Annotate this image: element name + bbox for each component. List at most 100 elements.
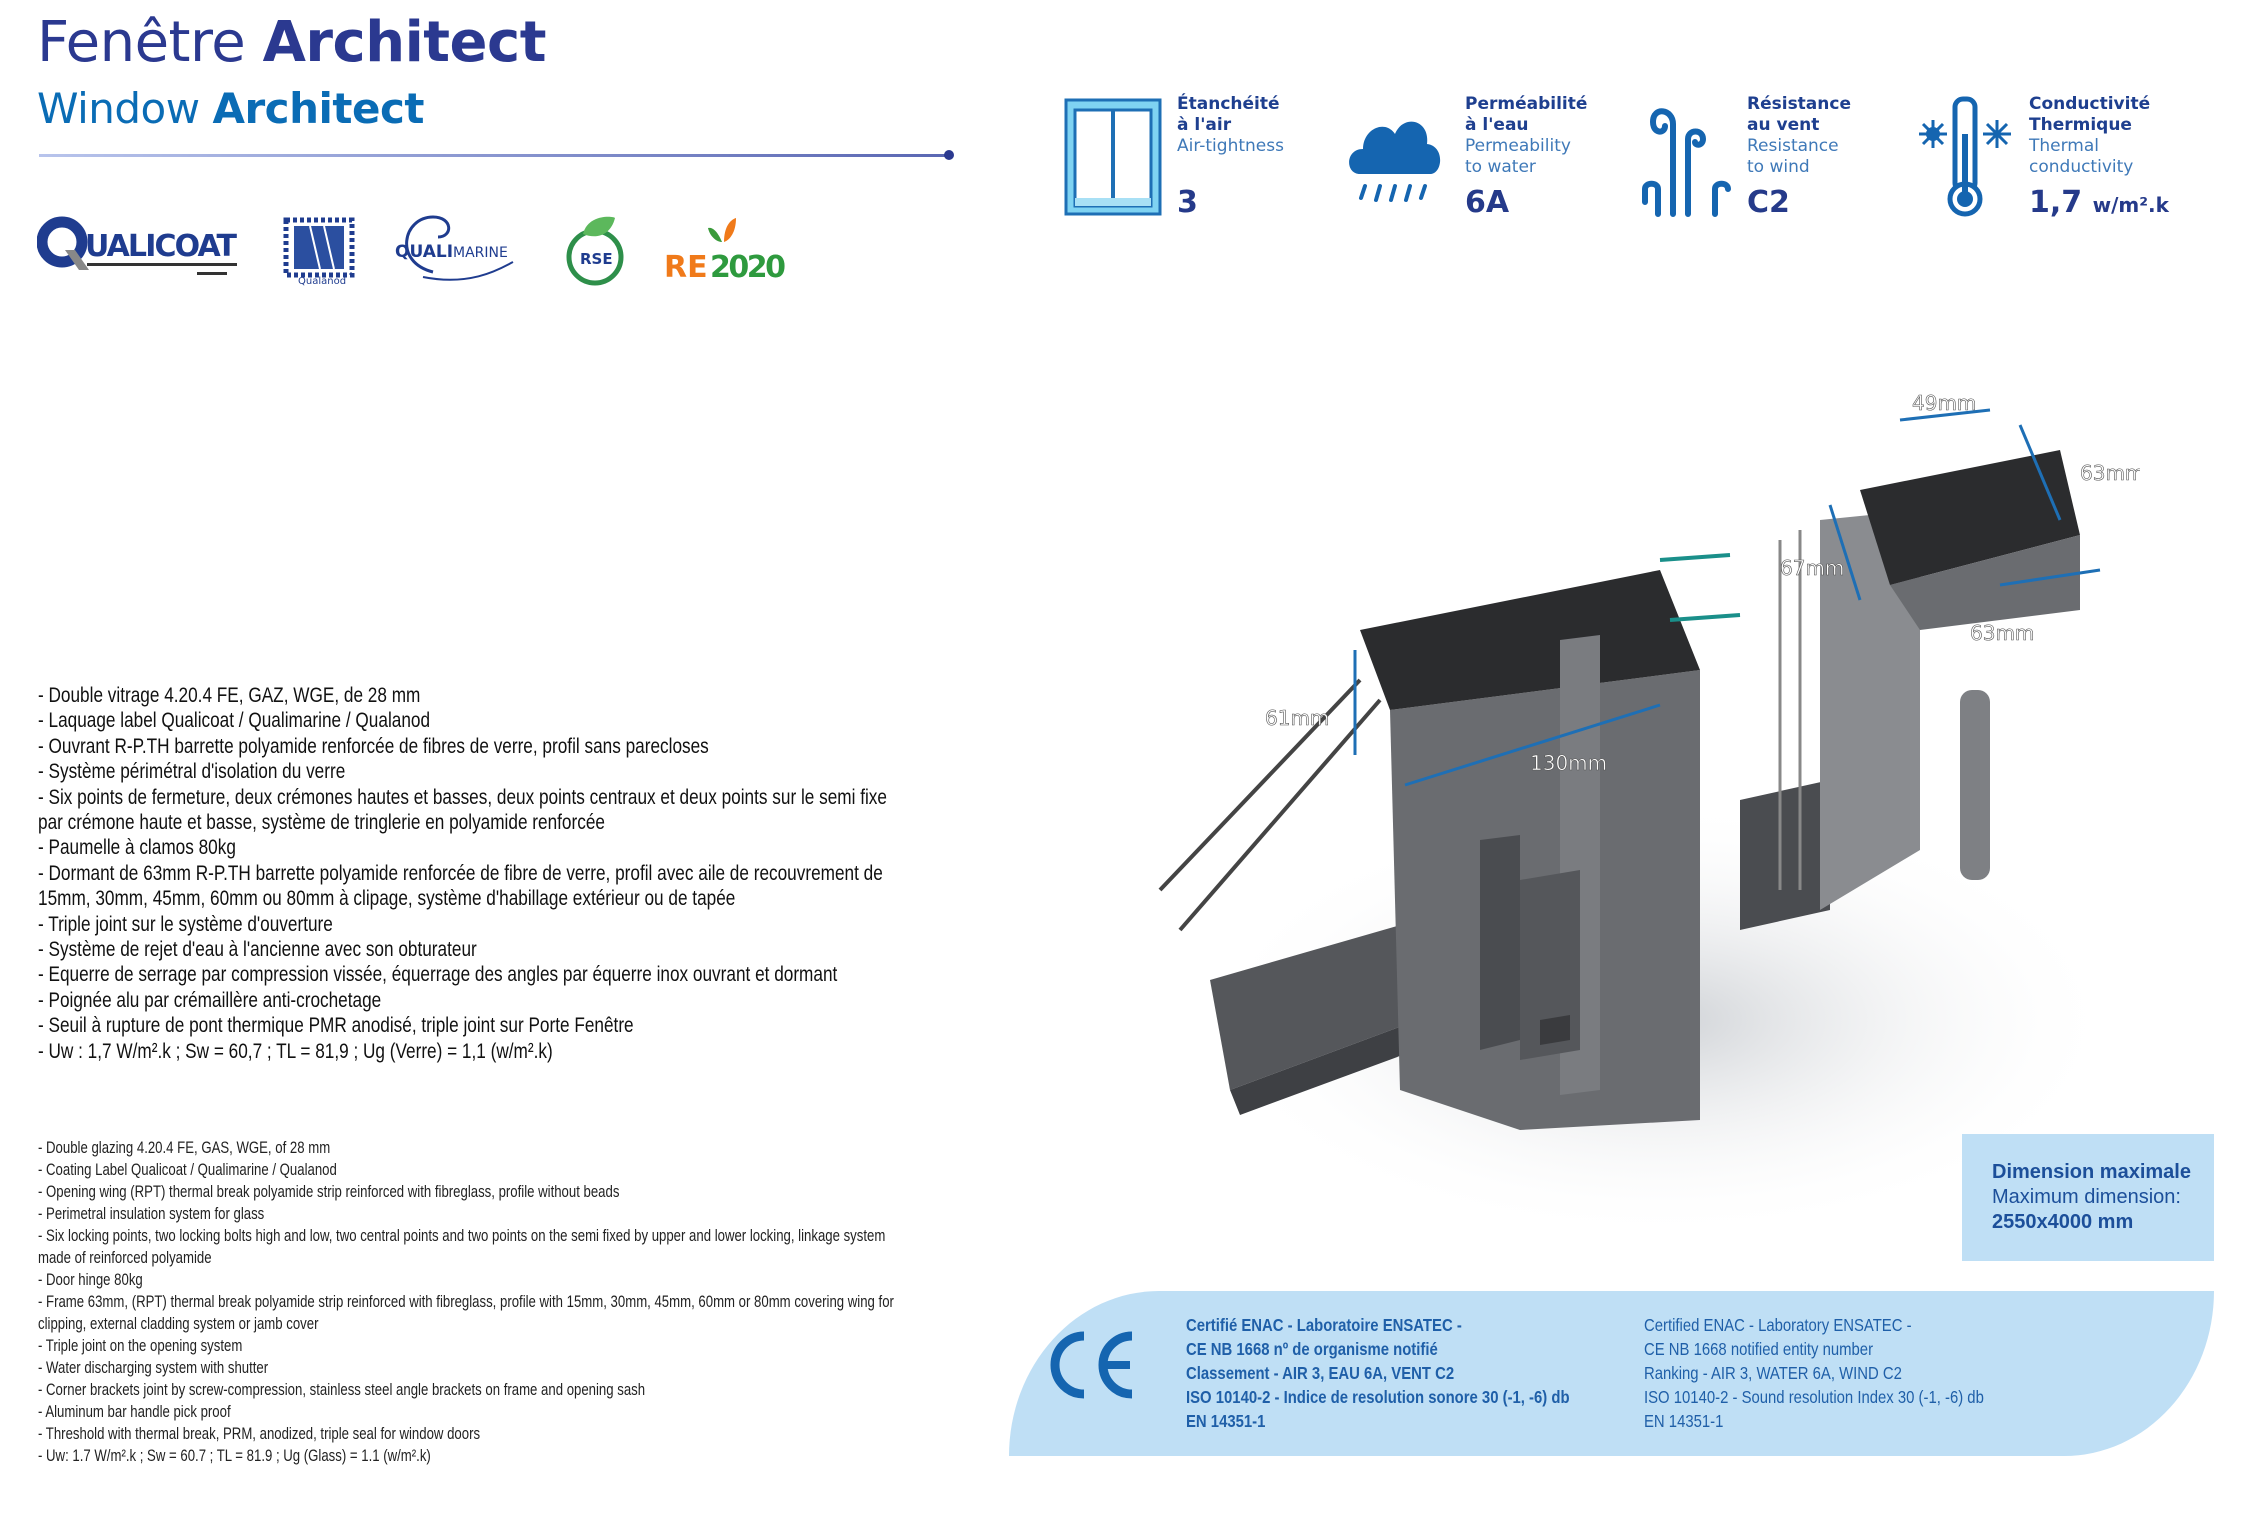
cert-line: ISO 10140-2 - Indice de resolution sonor… [1186, 1387, 1570, 1407]
thermometer-icon [1919, 96, 2011, 217]
divider-dot [944, 150, 954, 160]
cert-line: Ranking - AIR 3, WATER 6A, WIND C2 [1644, 1363, 1902, 1383]
spec-label-fr: Résistance [1747, 94, 1851, 114]
spec-value: 6A [1465, 185, 1510, 220]
dimension-label: 49mm [1912, 391, 1976, 415]
certification-en: Certified ENAC - Laboratory ENSATEC - CE… [1644, 1313, 1984, 1433]
spec-label-fr: Conductivité [2029, 94, 2151, 114]
frame-profile [1740, 450, 2080, 930]
svg-text:Qualanod: Qualanod [298, 276, 346, 287]
list-item: - Dormant de 63mm R-P.TH barrette polyam… [38, 860, 883, 911]
list-item: - Six locking points, two locking bolts … [38, 1226, 886, 1267]
features-en-list: - Double glazing 4.20.4 FE, GAS, WGE, of… [38, 1137, 906, 1467]
dimension-label: 130mm [1530, 751, 1607, 775]
list-item: - Threshold with thermal break, PRM, ano… [38, 1424, 481, 1443]
list-item: - Water discharging system with shutter [38, 1358, 269, 1377]
dimension-label: 63mm [2080, 461, 2140, 485]
list-item: - Seuil à rupture de pont thermique PMR … [38, 1013, 634, 1038]
list-item: - Triple joint sur le système d'ouvertur… [38, 911, 333, 936]
spec-label-en: to wind [1747, 157, 1810, 177]
spec-label-en: Air-tightness [1177, 136, 1284, 156]
list-item: - Ouvrant R-P.TH barrette polyamide renf… [38, 733, 709, 758]
list-item: - Corner brackets joint by screw-compres… [38, 1380, 646, 1399]
dimension-label: 61mm [1265, 706, 1329, 730]
list-item: - Paumelle à clamos 80kg [38, 835, 236, 860]
list-item: - Laquage label Qualicoat / Qualimarine … [38, 708, 431, 733]
list-item: - Uw: 1.7 W/m².k ; Sw = 60.7 ; TL = 81.9… [38, 1446, 431, 1465]
dimension-label: 67mm [1780, 556, 1844, 580]
page-subtitle: Window Architect [37, 84, 424, 133]
list-item: - Triple joint on the opening system [38, 1336, 243, 1355]
certification-fr: Certifié ENAC - Laboratoire ENSATEC - CE… [1186, 1313, 1570, 1433]
sash-profile [1158, 553, 1741, 1130]
svg-text:RSE: RSE [580, 250, 613, 268]
list-item: - Six points de fermeture, deux crémones… [38, 784, 887, 835]
cert-line: EN 14351-1 [1644, 1411, 1724, 1431]
cert-line: CE NB 1668 nº de organisme notifié [1186, 1339, 1438, 1359]
svg-text:UALICOAT: UALICOAT [85, 229, 238, 264]
certification-band [1009, 1291, 2214, 1456]
spec-label-fr: Étanchéité [1177, 94, 1280, 114]
divider [39, 154, 947, 157]
spec-label-fr: à l'eau [1465, 115, 1529, 135]
list-item: - Frame 63mm, (RPT) thermal break polyam… [38, 1292, 894, 1333]
wind-icon [1642, 108, 1731, 217]
list-item: - Poignée alu par crémaillère anti-croch… [38, 987, 382, 1012]
spec-value: C2 [1747, 185, 1790, 220]
spec-label-en: conductivity [2029, 157, 2134, 177]
rse-logo: RSE [563, 212, 628, 287]
list-item: - Uw : 1,7 W/m².k ; Sw = 60,7 ; TL = 81,… [38, 1038, 553, 1063]
spec-label-fr: Thermique [2029, 115, 2132, 135]
spec-label-fr: à l'air [1177, 115, 1232, 135]
spec-label-en: Thermal [2029, 136, 2100, 156]
subtitle-bold: Architect [212, 84, 424, 133]
window-icon [1064, 98, 1162, 216]
max-dimension-label-en: Maximum dimension: [1992, 1186, 2181, 1208]
list-item: - Système périmétral d'isolation du verr… [38, 759, 346, 784]
cert-line: Certifié ENAC - Laboratoire ENSATEC - [1186, 1315, 1462, 1335]
spec-label-en: Resistance [1747, 136, 1839, 156]
cert-line: Classement - AIR 3, EAU 6A, VENT C2 [1186, 1363, 1455, 1383]
spec-label-fr: au vent [1747, 115, 1820, 135]
list-item: - Coating Label Qualicoat / Qualimarine … [38, 1160, 337, 1179]
list-item: - Double glazing 4.20.4 FE, GAS, WGE, of… [38, 1138, 331, 1157]
qualicoat-logo: UALICOAT [37, 212, 242, 287]
max-dimension-box: Dimension maximale Maximum dimension: 25… [1962, 1134, 2214, 1261]
features-fr-list: - Double vitrage 4.20.4 FE, GAZ, WGE, de… [38, 683, 910, 1064]
page-title: Fenêtre Architect [37, 10, 547, 75]
title-light: Fenêtre [37, 10, 246, 75]
spec-unit: w/m².k [2092, 193, 2169, 217]
ce-mark-icon [1050, 1331, 1133, 1399]
title-bold: Architect [262, 10, 547, 75]
svg-text:RE: RE [664, 250, 708, 285]
spec-label-en: Permeability [1465, 136, 1571, 156]
svg-text:MARINE: MARINE [453, 245, 508, 261]
rain-cloud-icon [1349, 121, 1441, 202]
spec-value: 1,7 [2029, 185, 2083, 220]
subtitle-light: Window [37, 84, 200, 133]
dimension-label: 63mm [1970, 621, 2034, 645]
svg-text:QUALI: QUALI [395, 242, 453, 262]
list-item: - Système de rejet d'eau à l'ancienne av… [38, 937, 477, 962]
spec-label-en: to water [1465, 157, 1536, 177]
spec-value: 3 [1177, 185, 1198, 220]
dimension-lines [1353, 408, 2101, 787]
spec-label-fr: Perméabilité [1465, 94, 1588, 114]
cert-line: EN 14351-1 [1186, 1411, 1266, 1431]
qualanod-logo: Qualanod [280, 212, 358, 287]
list-item: - Door hinge 80kg [38, 1270, 143, 1289]
max-dimension-label-fr: Dimension maximale [1992, 1161, 2191, 1183]
list-item: - Aluminum bar handle pick proof [38, 1402, 231, 1421]
cert-line: ISO 10140-2 - Sound resolution Index 30 … [1644, 1387, 1984, 1407]
svg-text:2020: 2020 [710, 250, 786, 285]
window-profile-illustration: 49mm 63mm 67mm 63mm 61mm 130mm [1158, 391, 2140, 1240]
list-item: - Opening wing (RPT) thermal break polya… [38, 1182, 620, 1201]
list-item: - Perimetral insulation system for glass [38, 1204, 265, 1223]
list-item: - Double vitrage 4.20.4 FE, GAZ, WGE, de… [38, 683, 421, 707]
